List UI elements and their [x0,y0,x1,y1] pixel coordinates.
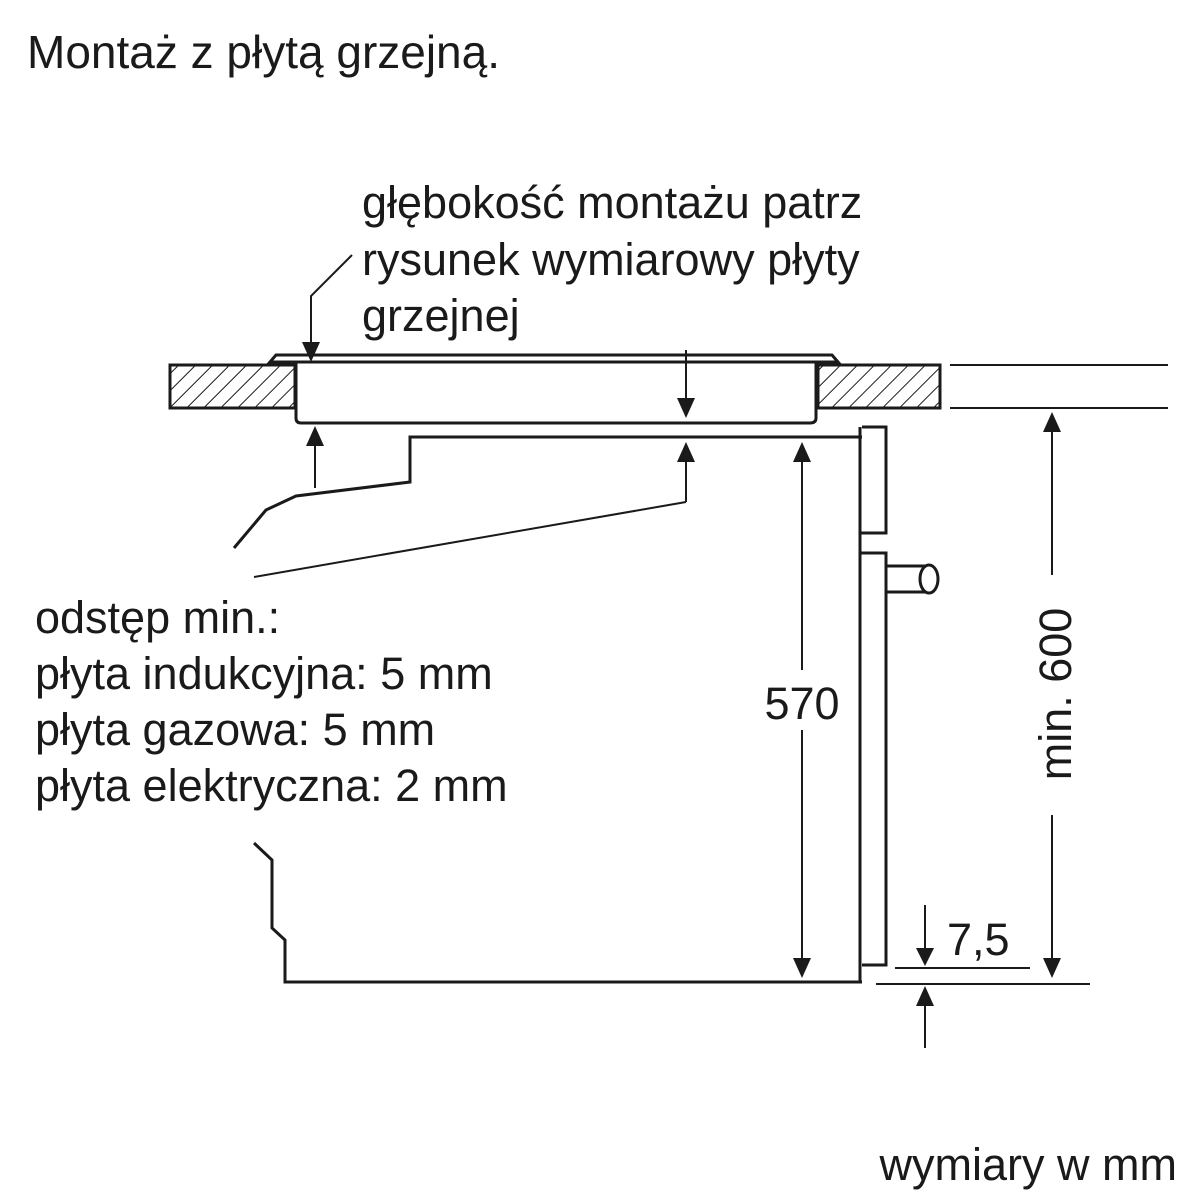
clearance-note-line-3: płyta gazowa: 5 mm [35,704,435,755]
control-knob-cap [918,563,940,595]
worktop-left-section [168,363,297,410]
dimension-570-label-bg [752,670,852,730]
hob-body [294,362,818,425]
oven-top-contour [232,435,862,549]
oven [232,425,940,984]
depth-note-line-3: grzejnej [362,290,520,341]
hob [266,353,842,425]
left-clearance-arrowhead [306,426,324,446]
dimension-7-5-arrow-up [916,986,934,1006]
clearance-note: odstęp min.: płyta indukcyjna: 5 mm płyt… [28,590,628,815]
center-bottom-arrowhead [677,442,695,462]
depth-note-line-2: rysunek wymiarowy płyty [362,234,860,285]
dimension-570-arrow-bottom [793,958,811,978]
clearance-arrows [253,350,695,578]
clearance-note-line-2: płyta indukcyjna: 5 mm [35,648,493,699]
dimension-600-arrow-bottom [1043,958,1061,978]
dimension-600-arrow-top [1043,412,1061,432]
clearance-note-line-4: płyta elektryczna: 2 mm [35,760,508,811]
hob-glass-top [266,353,842,364]
clearance-note-line-1: odstęp min.: [35,592,280,643]
depth-note-arrowhead [302,342,320,362]
dimension-oven-height: 570 [752,442,852,978]
dimension-7-5-arrow-down [916,948,934,966]
page-title: Montaż z płytą grzejną. [27,26,500,78]
dimension-niche-height: min. 600 [1030,412,1081,978]
clearance-note-leader [253,501,687,578]
dimension-570-label: 570 [764,678,839,729]
center-top-arrowhead [677,398,695,418]
depth-note: głębokość montażu patrz rysunek wymiarow… [302,177,862,362]
dimension-7-5-label: 7,5 [947,914,1010,965]
worktop-right-section [816,363,942,410]
dimension-600-label: min. 600 [1030,608,1081,781]
clearance-note-bg [28,590,628,815]
units-note: wymiary w mm [879,1139,1177,1190]
depth-note-leader [310,254,353,345]
oven-door-panel [858,425,888,967]
depth-note-line-1: głębokość montażu patrz [362,177,862,228]
dimension-bottom-offset: 7,5 [876,905,1090,1048]
worktop [168,363,1168,410]
oven-bottom-contour [252,841,862,984]
dimension-570-arrow-top [793,442,811,462]
